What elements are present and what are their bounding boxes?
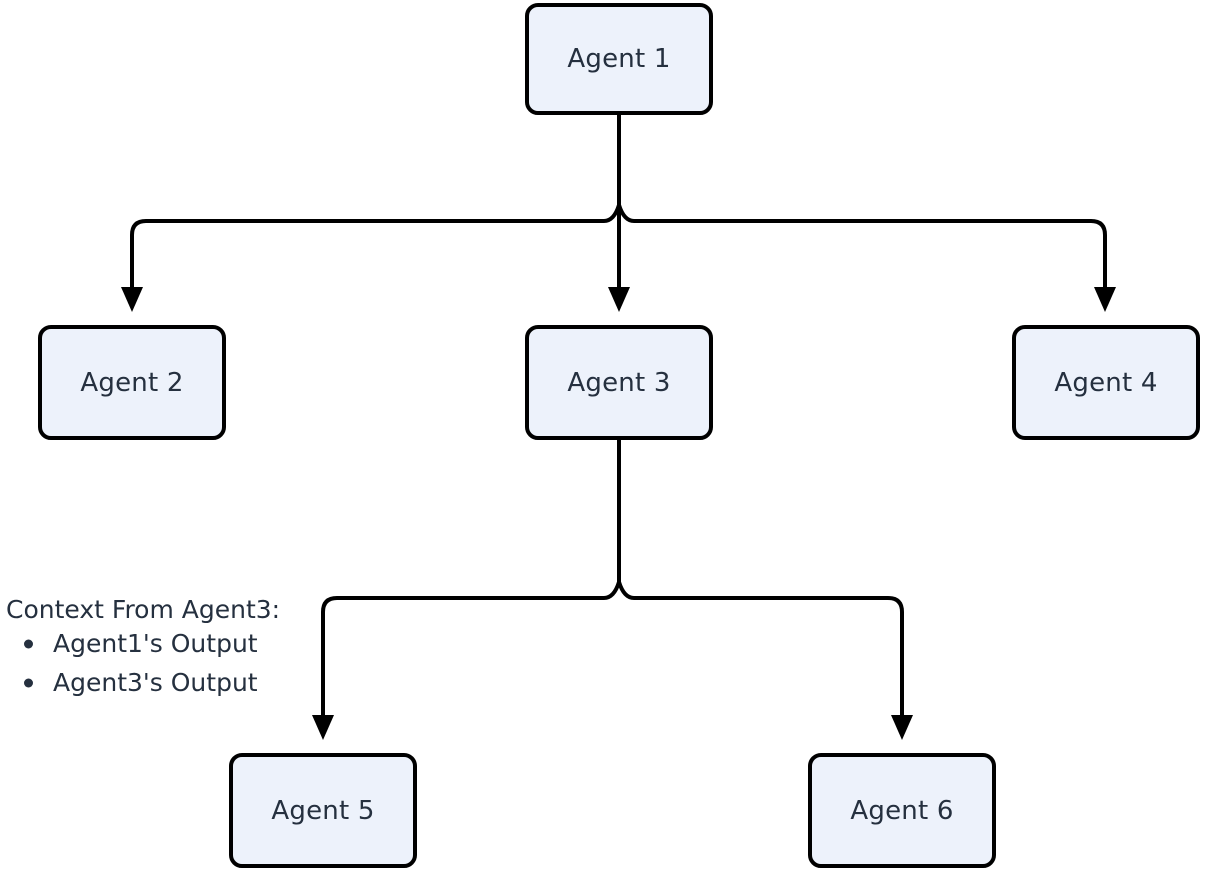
- edge-bus-level1-left: [603, 204, 621, 223]
- node-agent2-label: Agent 2: [80, 367, 184, 398]
- node-agent3[interactable]: Agent 3: [525, 325, 713, 440]
- bullet-icon: [24, 639, 33, 648]
- node-agent6[interactable]: Agent 6: [808, 753, 996, 868]
- node-agent2[interactable]: Agent 2: [38, 325, 226, 440]
- arrowhead-agent4: [1094, 287, 1116, 312]
- context-annotation-item-label: Agent1's Output: [53, 629, 258, 658]
- arrowhead-agent6: [891, 715, 913, 740]
- node-agent4[interactable]: Agent 4: [1012, 325, 1200, 440]
- node-agent5[interactable]: Agent 5: [229, 753, 417, 868]
- context-annotation-item-label: Agent3's Output: [53, 668, 258, 697]
- context-annotation-title: Context From Agent3:: [6, 595, 281, 624]
- node-agent5-label: Agent 5: [271, 795, 375, 826]
- context-annotation-item: Agent1's Output: [6, 631, 336, 656]
- edge-bus-level2-right: [617, 581, 635, 600]
- node-agent1[interactable]: Agent 1: [525, 3, 713, 115]
- arrowhead-agent3: [608, 287, 630, 312]
- arrowhead-agent2: [121, 287, 143, 312]
- context-annotation: Context From Agent3: Agent1's Output Age…: [6, 597, 336, 709]
- node-agent1-label: Agent 1: [567, 44, 671, 74]
- edge-arm-agent2: [130, 219, 147, 287]
- arrowhead-agent5: [312, 715, 334, 740]
- edge-arm-agent4: [1090, 219, 1107, 287]
- node-agent6-label: Agent 6: [850, 795, 954, 826]
- context-annotation-list: Agent1's Output Agent3's Output: [6, 631, 336, 695]
- node-agent3-label: Agent 3: [567, 367, 671, 398]
- edge-bus-level2-left: [603, 581, 621, 600]
- bullet-icon: [24, 678, 33, 687]
- node-agent4-label: Agent 4: [1054, 367, 1158, 398]
- edge-arm-agent6: [887, 596, 904, 715]
- edge-bus-level1-right: [617, 204, 635, 223]
- context-annotation-item: Agent3's Output: [6, 670, 336, 695]
